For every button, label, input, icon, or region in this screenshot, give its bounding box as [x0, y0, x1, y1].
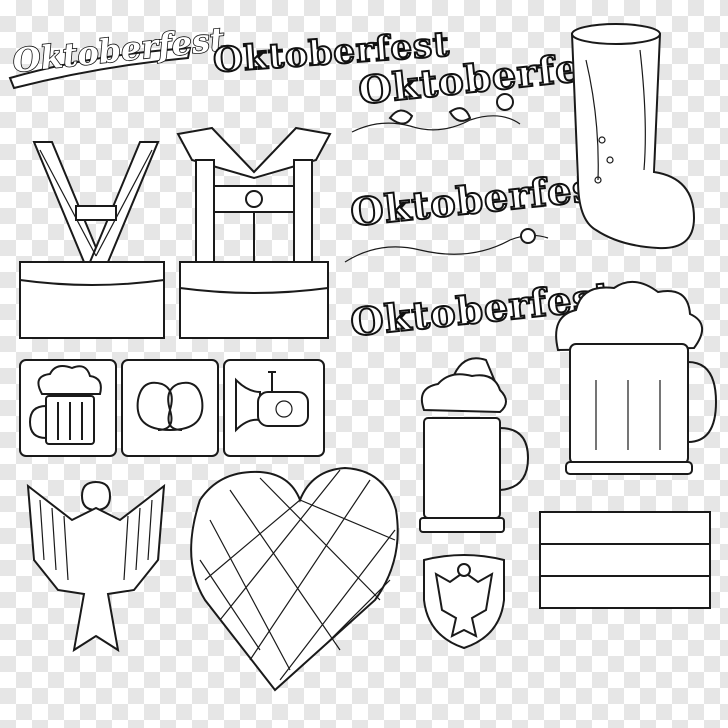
gothic-title-3: Oktoberfest	[348, 163, 615, 235]
bavarian-heart-icon	[190, 466, 399, 692]
eagle-shield-icon	[423, 554, 505, 650]
leaf-ornament-1	[388, 107, 472, 125]
vine-ornament-2	[344, 234, 549, 263]
hop-ornament-1	[496, 93, 514, 111]
beer-mug-tile	[19, 359, 117, 457]
eagle-coat-of-arms-icon	[26, 480, 166, 653]
tuba-icon	[257, 391, 309, 427]
hop-ornament-2	[520, 228, 536, 244]
vine-ornament-1	[351, 115, 521, 133]
beer-stein-icon	[419, 357, 530, 533]
german-flag-icon	[539, 511, 711, 609]
pretzel-icon	[136, 381, 204, 431]
tuba-tile	[223, 359, 325, 457]
frothy-beer-mug-icon	[555, 281, 718, 475]
pretzel-tile	[121, 359, 219, 457]
gothic-title-3-group: Oktoberfest	[344, 162, 616, 263]
lederhosen-icon	[19, 141, 165, 339]
lederhosen-shirt-icon	[176, 126, 332, 339]
script-title: Oktoberfest	[11, 20, 227, 80]
script-title-banner: Oktoberfest	[8, 19, 227, 90]
beer-boot-icon	[570, 23, 696, 250]
